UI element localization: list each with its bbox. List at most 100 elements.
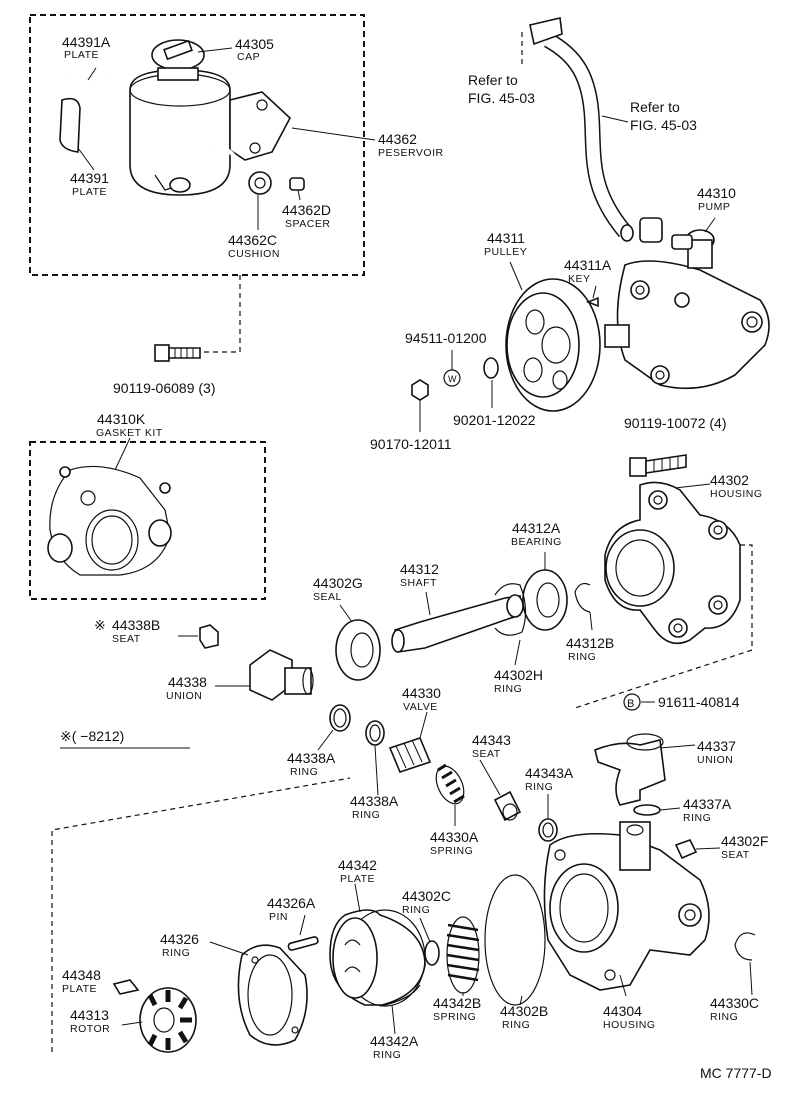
seat-44302f [674, 839, 698, 860]
leader-44310K [114, 437, 131, 471]
label-44338A-1-num: 44338A [287, 750, 336, 766]
label-44312-num: 44312 [400, 561, 439, 577]
label-44338A-1-cap: RING [290, 766, 318, 778]
label-44338A-2-cap: RING [352, 809, 380, 821]
label-44330A-num: 44330A [430, 829, 479, 845]
nut-90170 [411, 379, 429, 401]
ring-44302b [484, 874, 546, 1006]
ring-44312b [574, 582, 591, 613]
bolt-90119-10072 [629, 454, 687, 477]
label-44312-cap: SHAFT [400, 577, 437, 589]
label-44304-num: 44304 [603, 1003, 642, 1019]
label-44348-num: 44348 [62, 967, 101, 983]
note-mark-44338B: ※ [94, 617, 106, 633]
label-44302C-cap: RING [402, 904, 430, 916]
label-44305-num: 44305 [235, 36, 274, 52]
label-44304-cap: HOUSING [603, 1019, 656, 1031]
label-44342-cap: PLATE [340, 873, 375, 885]
note-range: ※( −8212) [60, 728, 124, 744]
pin-44326a [287, 936, 319, 951]
leader-44337A [659, 807, 681, 811]
housing-44302 [604, 481, 741, 645]
label-44302C-num: 44302C [402, 888, 451, 904]
leader-44342 [354, 883, 361, 913]
refer2-line1: Refer to [630, 99, 680, 115]
label-44302H-cap: RING [494, 683, 522, 695]
ring-44338a-1 [329, 704, 351, 732]
label-44362-num: 44362 [378, 131, 417, 147]
gasket-kit-box [29, 441, 266, 600]
plate-44391 [59, 97, 81, 153]
label-44302B-cap: RING [502, 1019, 530, 1031]
seat-44338b [199, 624, 219, 649]
pulley-44311 [505, 278, 601, 412]
figure-code: MC 7777-D [700, 1065, 772, 1081]
label-44337A-num: 44337A [683, 796, 732, 812]
leader-44338A-1 [317, 729, 334, 751]
label-44330C-num: 44330C [710, 995, 759, 1011]
label-90119-06089: 90119-06089 (3) [113, 380, 215, 396]
label-44310-cap: PUMP [698, 201, 730, 213]
label-44312A-cap: BEARING [511, 536, 562, 548]
label-90119-10072: 90119-10072 (4) [624, 415, 726, 431]
label-44326A-cap: PIN [269, 911, 288, 923]
leader-44305 [197, 47, 233, 53]
label-44337-num: 44337 [697, 738, 736, 754]
ring-44343a [538, 818, 558, 842]
label-90201-12022: 90201-12022 [453, 412, 536, 428]
label-44326-cap: RING [162, 947, 190, 959]
cushion-44362c [248, 171, 272, 195]
label-90170-12011: 90170-12011 [370, 436, 452, 452]
ring-44326 [237, 944, 308, 1046]
reservoir-assembly [129, 39, 291, 196]
leader-44311A [592, 285, 597, 299]
leader-44302C [419, 917, 431, 943]
union-44337 [594, 733, 666, 806]
leader-44313 [121, 1021, 143, 1026]
label-44311A-cap: KEY [568, 273, 591, 285]
leader-44302H [514, 639, 521, 666]
ring-44302h [494, 583, 527, 636]
reservoir-group-box [29, 14, 365, 276]
label-44302H-num: 44302H [494, 667, 543, 683]
label-44338-num: 44338 [168, 674, 207, 690]
label-44311-cap: PULLEY [484, 246, 527, 258]
label-44342B-cap: SPRING [433, 1011, 476, 1023]
rotor-44313 [139, 987, 197, 1053]
label-91611-40814: 91611-40814 [658, 694, 740, 710]
leader-44312B [589, 611, 593, 631]
label-44337-cap: UNION [697, 754, 733, 766]
leader-44337 [659, 744, 696, 749]
plate-44348 [112, 979, 140, 995]
leader-44310 [704, 217, 716, 233]
seat-44343 [493, 790, 522, 822]
bearing-44312a [522, 569, 568, 631]
leader-44312 [425, 591, 431, 616]
label-44302B-num: 44302B [500, 1003, 548, 1019]
label-44302-num: 44302 [710, 472, 749, 488]
leader-44362D [297, 189, 301, 201]
label-44330-num: 44330 [402, 685, 441, 701]
label-44311-num: 44311 [487, 230, 525, 246]
refer2-line2: FIG. 45-03 [630, 117, 697, 133]
gasket-kit-44310k [47, 465, 172, 576]
label-44330-cap: VALVE [403, 701, 438, 713]
label-44391A-num: 44391A [62, 34, 111, 50]
leader-44391A [87, 67, 97, 81]
leader-44330 [419, 711, 428, 739]
label-44391A-cap: PLATE [64, 49, 99, 61]
label-44313-num: 44313 [70, 1007, 109, 1023]
refer1-line1: Refer to [468, 72, 518, 88]
label-44312A-num: 44312A [512, 520, 561, 536]
label-44343-num: 44343 [472, 732, 511, 748]
union-44338 [249, 649, 314, 701]
ring-44342a [379, 984, 421, 1007]
ring-44302c [424, 940, 440, 966]
leader-44391 [77, 147, 95, 171]
label-44337A-cap: RING [683, 812, 711, 824]
label-44302F-num: 44302F [721, 833, 768, 849]
spring-44330a [435, 763, 465, 805]
label-44302G-num: 44302G [313, 575, 363, 591]
bolt-90119-06089 [154, 344, 201, 362]
